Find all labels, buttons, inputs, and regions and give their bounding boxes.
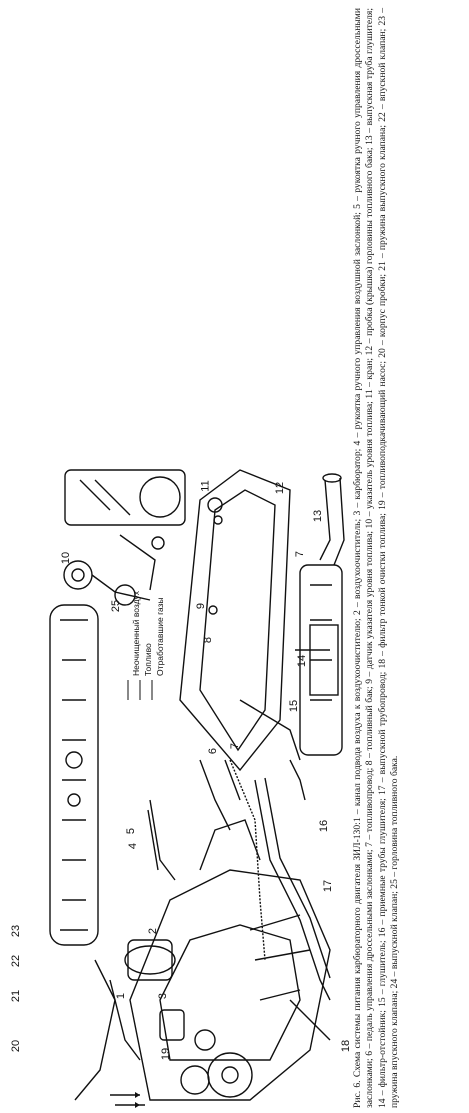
choke-control — [149, 799, 176, 881]
callout-20: 20 — [10, 1039, 23, 1053]
fuel-tank — [179, 469, 291, 772]
callout-2: 2 — [147, 927, 160, 935]
callout-14: 14 — [296, 654, 309, 668]
figure-caption: Рис. 6. Схема системы питания карбюратор… — [352, 8, 401, 1108]
callout-22: 22 — [10, 954, 23, 968]
figure-caption-column: Рис. 6. Схема системы питания карбюратор… — [352, 0, 464, 1113]
air-intake-duct — [74, 959, 116, 1101]
callout-13: 13 — [312, 509, 325, 523]
sender-detail — [64, 469, 186, 526]
fuel-gauge — [63, 560, 93, 590]
callout-3: 3 — [157, 992, 170, 1000]
air-cleaner — [124, 945, 176, 975]
callout-15: 15 — [288, 699, 301, 713]
callout-12: 12 — [274, 481, 287, 495]
fuel-filter — [194, 1029, 216, 1051]
callout-6: 6 — [207, 747, 220, 755]
callout-19: 19 — [160, 1047, 173, 1061]
fuel-line — [229, 759, 266, 961]
throttle-pedal — [199, 759, 231, 831]
callout-7b: 7 — [294, 550, 307, 558]
callout-25: 25 — [110, 599, 123, 613]
callout-23: 23 — [10, 924, 23, 938]
callout-11: 11 — [199, 480, 212, 492]
callout-17: 17 — [322, 879, 335, 893]
tank-cap-section — [49, 604, 99, 946]
legend-fuel: Топливо — [143, 643, 153, 676]
diagram-drawing — [49, 469, 345, 1108]
engine-block — [129, 869, 331, 1101]
callout-5: 5 — [125, 827, 138, 835]
callout-9: 9 — [195, 602, 208, 610]
exhaust-tailpipe — [319, 479, 331, 561]
legend: Неочищенный воздух Топливо Отработавшие … — [118, 591, 178, 710]
system-diagram: Неочищенный воздух Топливо Отработавшие … — [10, 469, 353, 1108]
legend-lines — [127, 680, 153, 700]
callout-4: 4 — [127, 842, 140, 850]
muffler — [299, 564, 343, 756]
callout-10: 10 — [60, 551, 73, 565]
callout-7a: 7 — [229, 742, 242, 750]
legend-air: Неочищенный воздух — [131, 590, 141, 676]
callout-8: 8 — [202, 636, 215, 644]
callout-16: 16 — [318, 819, 331, 833]
legend-exhaust: Отработавшие газы — [155, 597, 165, 676]
callout-1: 1 — [115, 992, 128, 1000]
callout-18: 18 — [340, 1039, 353, 1053]
callout-21: 21 — [10, 989, 23, 1003]
exhaust-pipe — [254, 779, 331, 1001]
